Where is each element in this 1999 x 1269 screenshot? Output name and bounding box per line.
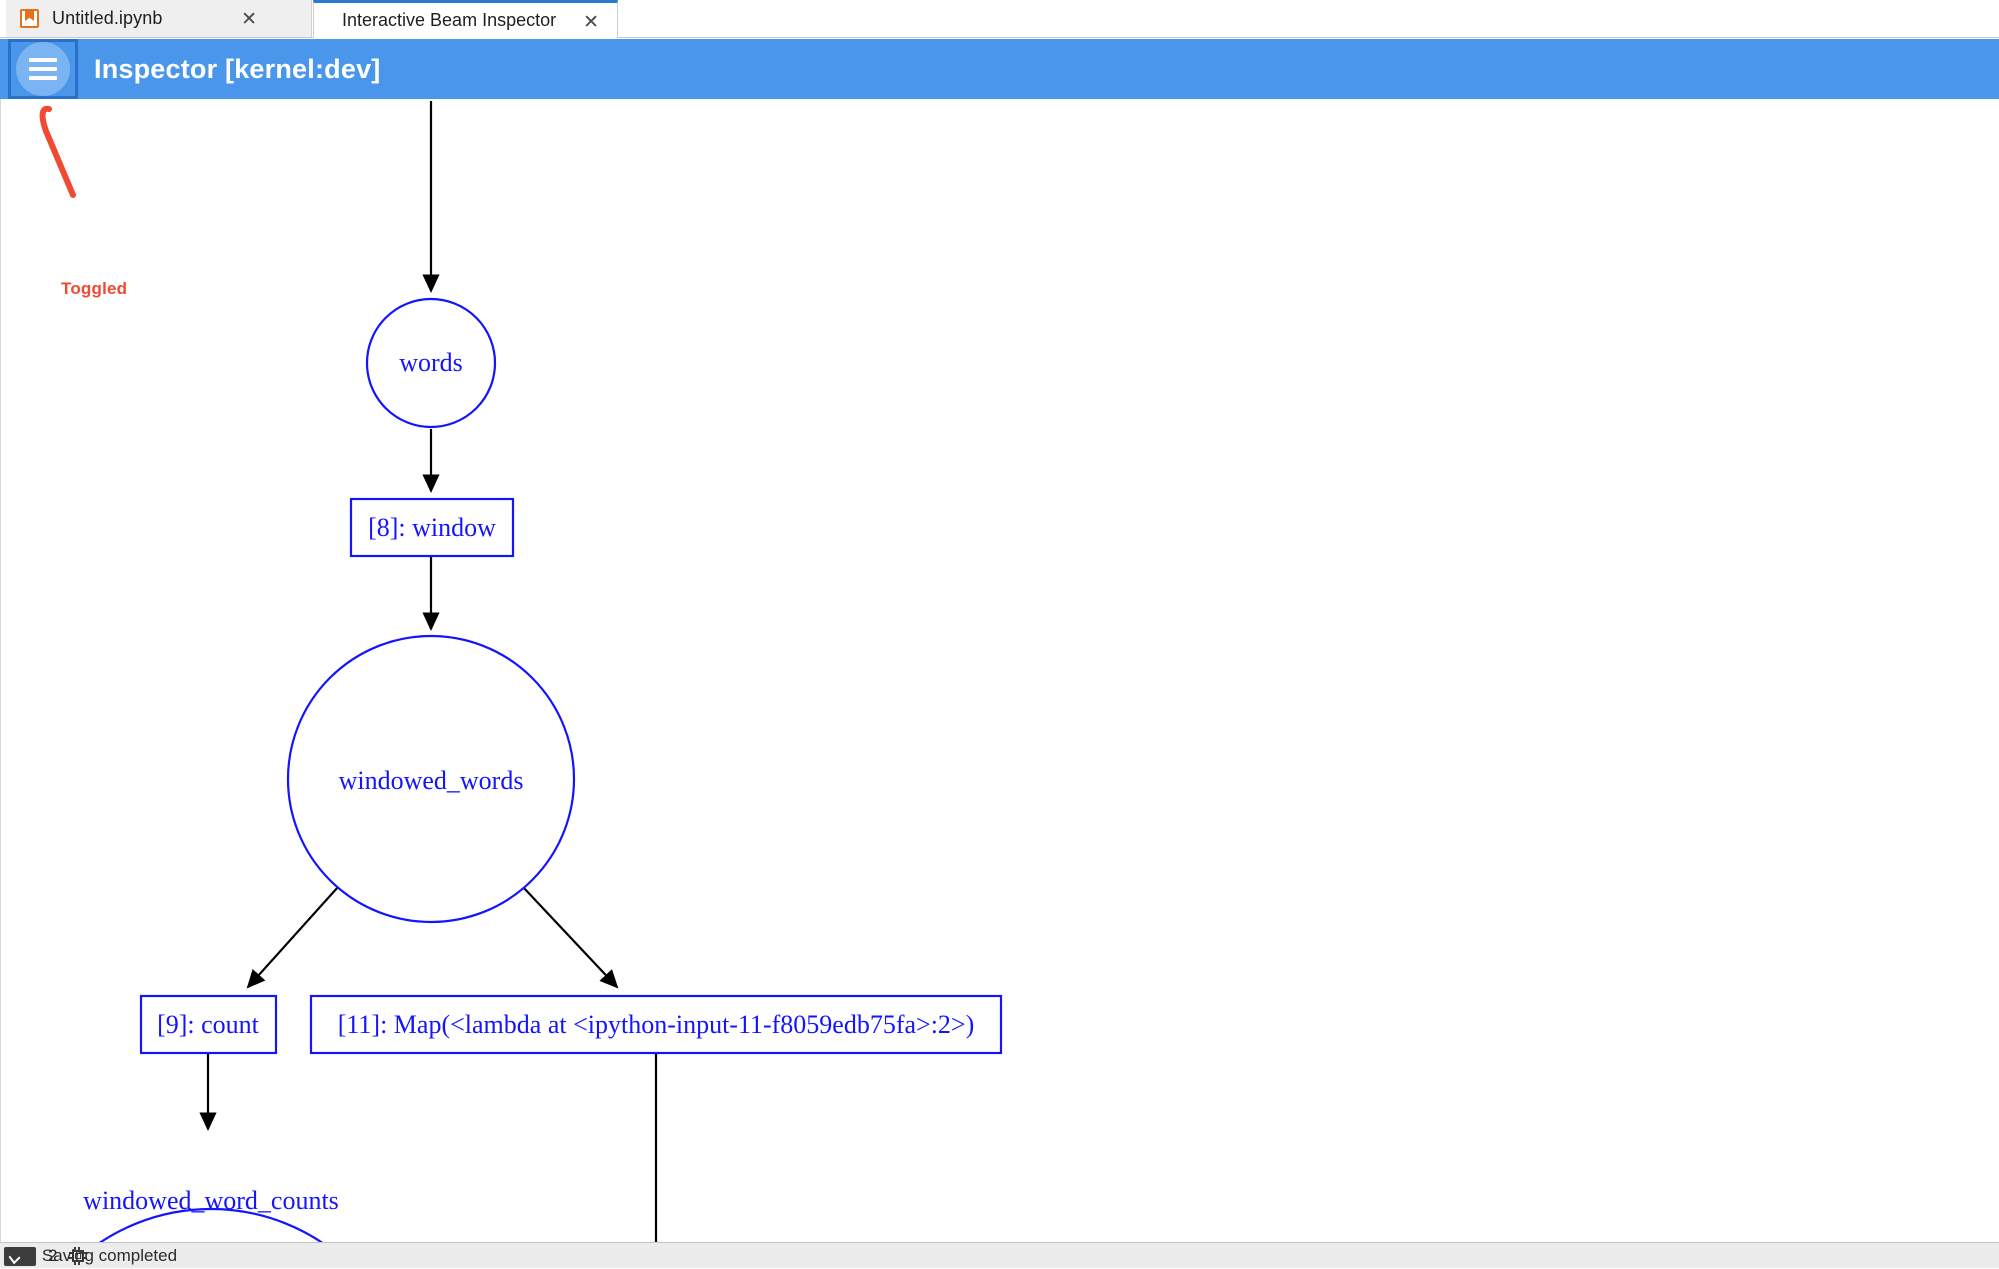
chip-pin — [78, 1247, 81, 1250]
graph-node-label: words — [399, 348, 463, 377]
chip-pin — [74, 1247, 77, 1250]
chip-pin — [69, 1252, 73, 1254]
graph-node-map-lambda[interactable]: [11]: Map(<lambda at <ipython-input-11-f… — [309, 994, 1003, 1055]
beam-pipeline-graph: words [8]: window windowed_words [9]: co… — [11, 101, 1003, 1242]
close-icon[interactable]: ✕ — [241, 8, 257, 30]
graph-node-windowed-words[interactable]: windowed_words — [286, 634, 576, 924]
tab-label: Untitled.ipynb — [52, 8, 163, 28]
chip-pin — [78, 1262, 81, 1265]
tab-label: Interactive Beam Inspector — [342, 10, 557, 30]
tab-interactive-beam-inspector[interactable]: Interactive Beam Inspector ✕ — [313, 0, 618, 38]
hamburger-bar-1 — [29, 58, 57, 62]
graph-node-count[interactable]: [9]: count — [139, 994, 278, 1055]
graph-node-label: windowed_words — [339, 766, 524, 795]
notebook-icon — [20, 9, 39, 28]
chip-pin — [74, 1262, 77, 1265]
chip-pin — [84, 1257, 88, 1259]
status-center-group: Saving completed — [0, 1243, 1999, 1269]
hamburger-icon[interactable] — [8, 39, 78, 99]
tab-untitled-ipynb[interactable]: Untitled.ipynb ✕ — [6, 0, 312, 38]
graph-node-window[interactable]: [8]: window — [349, 497, 515, 558]
page-title: Inspector [kernel:dev] — [94, 53, 381, 84]
hamburger-bar-3 — [29, 76, 57, 80]
status-bar: 2 Saving completed — [0, 1242, 1999, 1268]
annotation-label: Toggled — [61, 279, 128, 298]
chip-pin — [84, 1252, 88, 1254]
graph-node-words[interactable]: words — [365, 297, 497, 429]
graph-edges — [199, 101, 658, 1242]
graph-node-label: windowed_word_counts — [83, 1186, 339, 1215]
tab-bar: Untitled.ipynb ✕ Interactive Beam Inspec… — [0, 0, 1999, 38]
graph-node-label: [9]: count — [157, 1010, 260, 1039]
inspector-canvas[interactable]: Toggled — [0, 99, 1999, 1242]
terminal-icon[interactable] — [4, 1246, 36, 1266]
graph-node-label: [8]: window — [368, 513, 496, 542]
inspector-header: Inspector [kernel:dev] — [0, 39, 1999, 99]
graph-node-label: [11]: Map(<lambda at <ipython-input-11-f… — [338, 1010, 975, 1039]
graph-node-windowed-word-counts[interactable]: windowed_word_counts — [11, 1186, 411, 1242]
kernel-count: 2 — [48, 1246, 58, 1265]
close-icon[interactable]: ✕ — [583, 11, 599, 33]
hamburger-bar-2 — [29, 67, 57, 71]
status-left-group: 2 — [0, 1243, 88, 1269]
annotation-arrow-icon — [39, 105, 76, 198]
hamburger-ripple — [16, 42, 70, 96]
chip-body — [72, 1250, 85, 1262]
graph-nodes[interactable]: words [8]: window windowed_words [9]: co… — [11, 297, 1003, 1242]
chip-core — [75, 1253, 82, 1259]
cpu-chip-icon[interactable] — [69, 1247, 88, 1265]
chip-pin — [69, 1257, 73, 1259]
